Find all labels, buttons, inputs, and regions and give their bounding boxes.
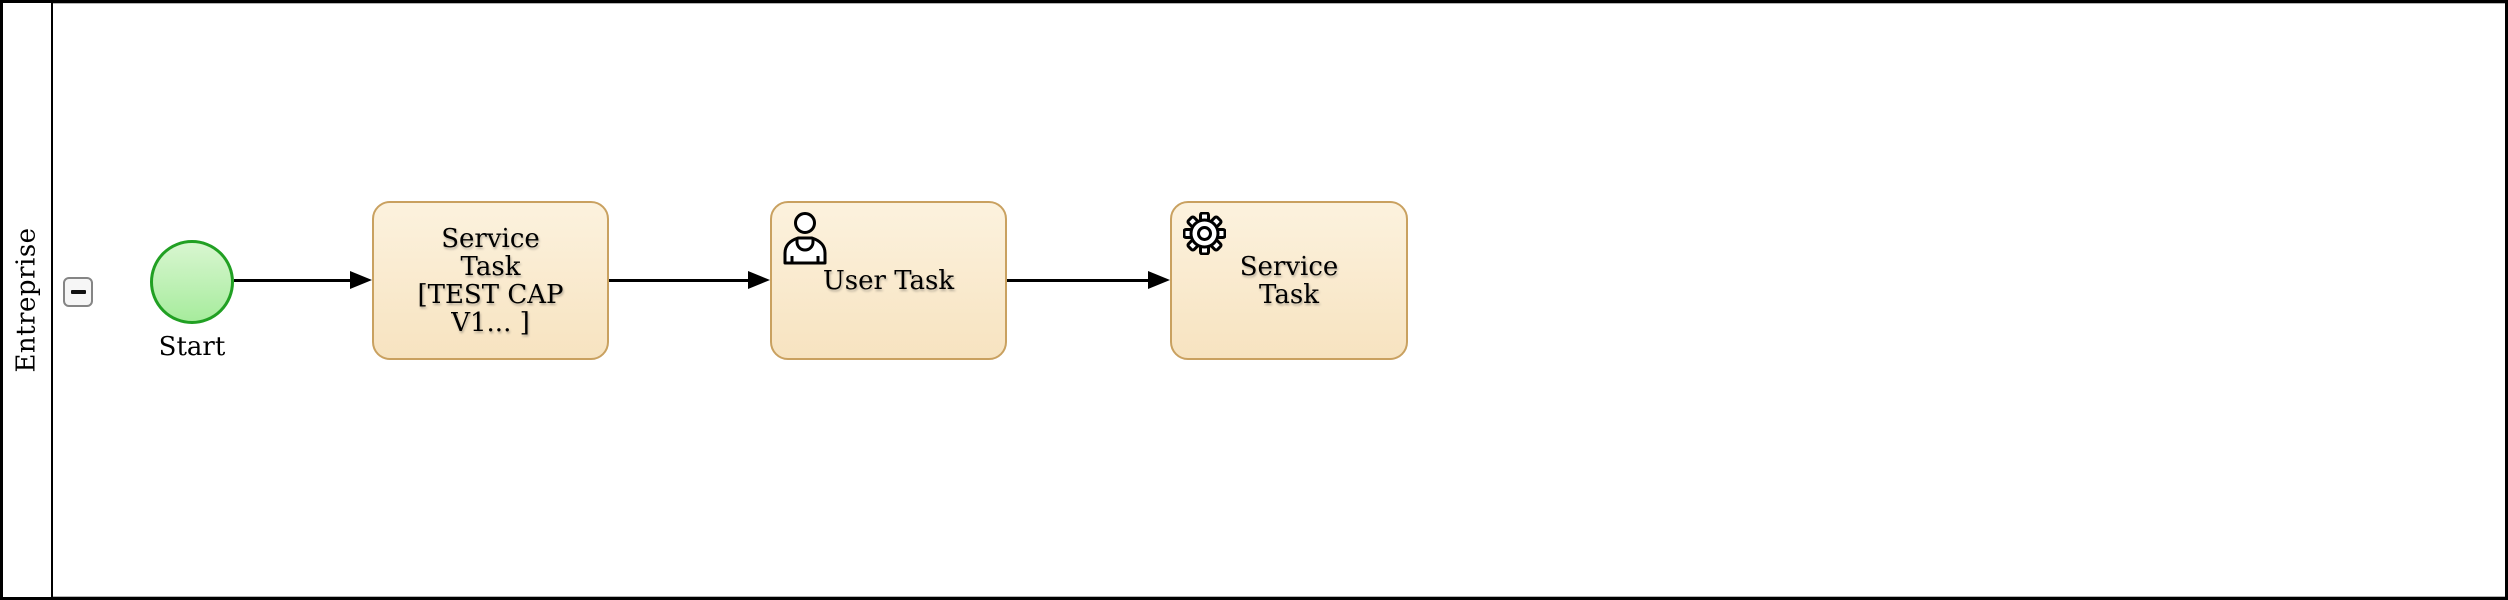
sequence-flow-2 [609, 279, 749, 282]
arrowhead-icon [350, 271, 372, 289]
lane-inner-border-top [53, 3, 2505, 4]
service-task-1[interactable]: Service Task [TEST CAP V1... ] [372, 201, 609, 360]
arrowhead-icon [748, 271, 770, 289]
start-event-label: Start [158, 332, 226, 362]
pool-collapse-button[interactable] [63, 277, 93, 307]
task-label: Service Task [1239, 251, 1339, 310]
start-event[interactable] [150, 240, 234, 324]
sequence-flow-3 [1007, 279, 1149, 282]
lane-divider [51, 0, 53, 600]
user-task[interactable]: User Task [770, 201, 1007, 360]
task-label: Service Task [TEST CAP V1... ] [417, 223, 564, 338]
minus-icon [70, 290, 86, 294]
gear-icon [1182, 211, 1227, 259]
service-task-2[interactable]: Service Task [1170, 201, 1408, 360]
sequence-flow-1 [234, 279, 351, 282]
pool-lane-header: Entreprise [0, 0, 53, 600]
arrowhead-icon [1148, 271, 1170, 289]
lane-inner-border-bottom [53, 596, 2505, 597]
user-icon [783, 211, 827, 269]
pool-label: Entreprise [11, 227, 42, 373]
task-label: User Task [822, 265, 955, 296]
